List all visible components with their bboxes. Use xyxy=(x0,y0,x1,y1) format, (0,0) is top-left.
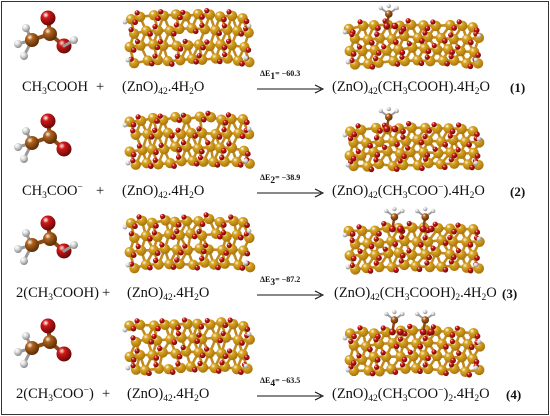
molecule-anion-2 xyxy=(14,113,72,163)
reaction-arrow xyxy=(257,188,325,198)
equation-number: (1) xyxy=(510,80,526,95)
product-formula: (ZnO)42(CH3COO−).4H2O xyxy=(332,183,485,201)
reactant-formula: CH3COOH xyxy=(22,79,88,97)
cluster-reactant-2 xyxy=(122,110,255,170)
plus-sign: + xyxy=(102,386,111,402)
plus-sign: + xyxy=(96,79,105,95)
product-formula: (ZnO)42(CH3COOH).4H2O xyxy=(332,79,490,97)
reaction-row-4: 2(CH3COO−) + (ZnO)42.4H2O ΔE4= −63.5 (Zn… xyxy=(2,309,548,410)
reaction-row-2: CH3COO− + (ZnO)42.4H2O ΔE2= −38.9 (ZnO)4… xyxy=(2,105,548,205)
reaction-arrow xyxy=(257,84,325,94)
substrate-formula: (ZnO)42.4H2O xyxy=(127,386,210,404)
cluster-product-2 xyxy=(342,106,485,173)
reactant-formula: 2(CH3COOH) xyxy=(16,285,99,303)
cluster-product-1 xyxy=(342,3,485,70)
molecule-acid-3 xyxy=(14,215,78,265)
cluster-reactant-4 xyxy=(122,317,255,377)
reaction-row-3: 2(CH3COOH) + (ZnO)42.4H2O ΔE3= −87.2 (Zn… xyxy=(2,206,548,307)
molecule-anion-4 xyxy=(14,318,72,368)
cluster-product-3 xyxy=(342,206,485,275)
equation-number: (4) xyxy=(506,387,522,402)
equation-number: (3) xyxy=(502,286,518,301)
reactant-formula: 2(CH3COO−) xyxy=(16,386,94,404)
product-formula: (ZnO)42(CH3COOH)2.4H2O xyxy=(334,285,497,303)
reaction-arrow xyxy=(257,290,325,300)
reaction-row-1: CH3COOH + (ZnO)42.4H2O ΔE1= −60.3 (ZnO)4… xyxy=(2,2,548,102)
substrate-formula: (ZnO)42.4H2O xyxy=(122,183,205,201)
substrate-formula: (ZnO)42.4H2O xyxy=(122,79,205,97)
equation-number: (2) xyxy=(510,184,526,199)
plus-sign: + xyxy=(96,183,105,199)
reactant-formula: CH3COO− xyxy=(22,183,83,201)
molecule-acid-1 xyxy=(14,10,78,60)
energy-label: ΔE1= −60.3 xyxy=(260,69,301,82)
energy-label: ΔE3= −87.2 xyxy=(260,275,301,288)
cluster-reactant-1 xyxy=(122,8,255,69)
cluster-product-4 xyxy=(342,309,486,378)
energy-label: ΔE4= −63.5 xyxy=(260,376,301,389)
energy-label: ΔE2= −38.9 xyxy=(260,173,301,186)
reaction-arrow xyxy=(257,391,325,401)
cluster-reactant-3 xyxy=(122,212,256,274)
product-formula: (ZnO)42(CH3COO−)2.4H2O xyxy=(332,386,490,404)
plus-sign: + xyxy=(102,285,111,301)
substrate-formula: (ZnO)42.4H2O xyxy=(127,285,210,303)
